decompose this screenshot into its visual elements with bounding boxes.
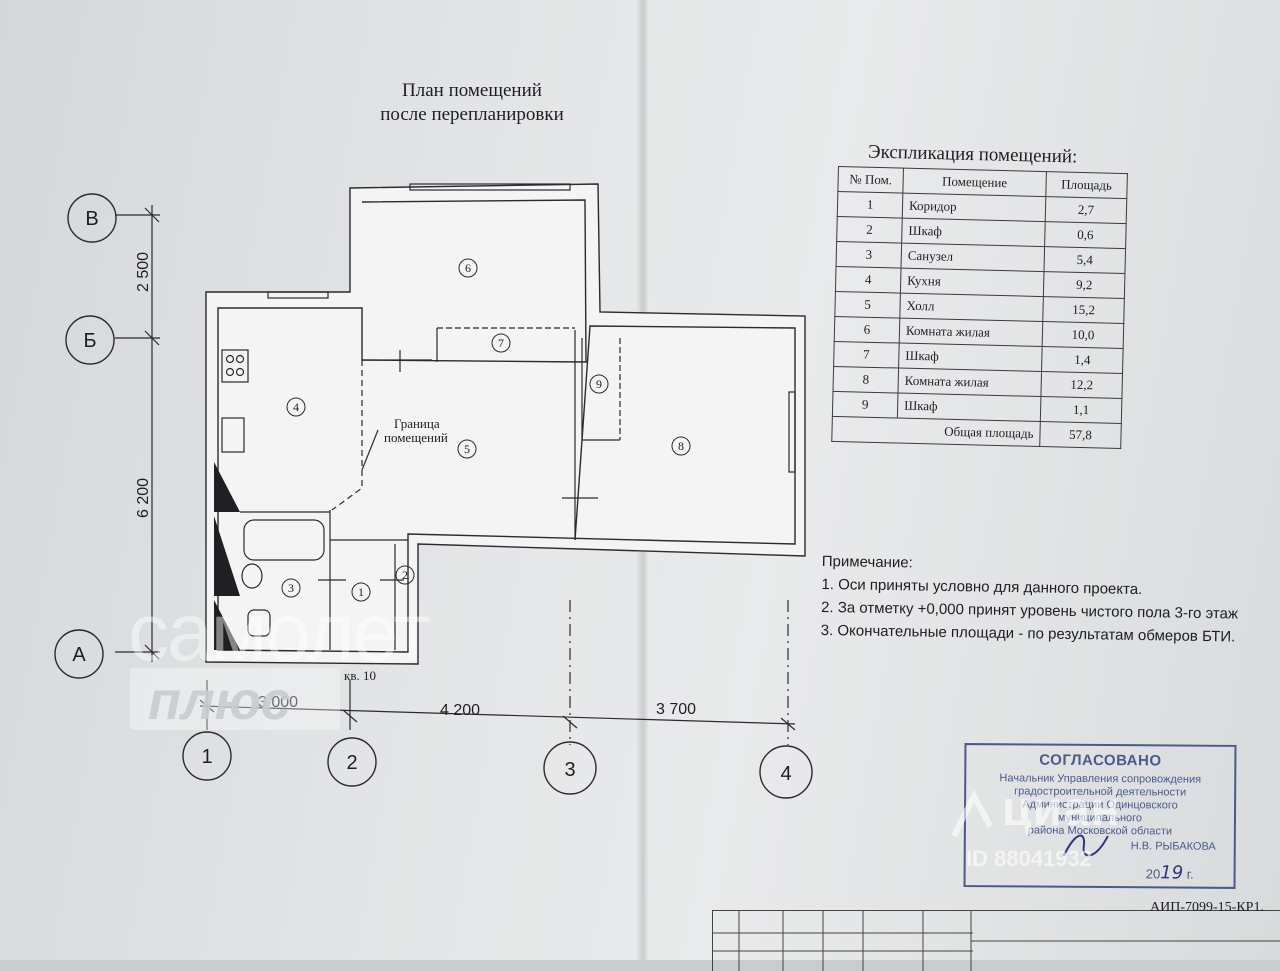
row-name: Комната жилая [897,368,1042,397]
row-number: 2 [836,216,903,244]
row-name: Коридор [902,193,1046,222]
row-number: 4 [835,266,902,294]
plan-title-line-1: План помещений [402,80,542,101]
row-name: Санузел [901,243,1045,272]
header-room-number: № Пом. [837,166,904,194]
stamp-year-suffix: г. [1186,866,1194,882]
stamp-signer: Н.В. РЫБАКОВА [1130,840,1216,853]
axis-bubble-a [54,629,104,679]
stamp-date: 2019 г. [1146,862,1194,883]
header-room-name: Помещение [902,168,1047,197]
row-name: Комната жилая [899,318,1043,347]
boundary-label-line-2: помещений [384,430,448,445]
row-area: 9,2 [1043,271,1125,299]
stamp-title: СОГЛАСОВАНО [1039,751,1162,770]
row-name: Шкаф [897,393,1041,422]
room-number-2: 2 [402,568,408,582]
stamp-year-handwritten: 19 [1160,862,1184,884]
row-area: 5,4 [1043,246,1126,274]
cian-logo-icon [951,789,993,838]
axis-label-4: 4 [780,763,791,785]
dim-h-4200: 4 200 [440,702,480,719]
row-number: 3 [836,241,902,269]
row-name: Шкаф [898,343,1043,372]
row-name: Кухня [900,268,1044,297]
header-area: Площадь [1045,171,1128,199]
axis-label-b: Б [83,330,96,352]
row-area: 12,2 [1040,371,1123,399]
dim-h-3000: 3 000 [258,694,298,711]
axis-label-2: 2 [346,752,357,774]
axis-label-v: В [85,208,98,230]
room-number-7: 7 [498,336,504,350]
axis-label-3: 3 [564,759,575,781]
axis-bubble-3 [543,741,597,795]
approval-stamp: СОГЛАСОВАНО Начальник Управления сопрово… [963,743,1237,889]
watermark-left-brand: самолет [128,587,431,678]
axis-bubble-v [67,193,117,243]
row-name: Холл [899,293,1044,322]
row-number: 1 [837,191,903,219]
row-area: 2,7 [1045,196,1127,224]
axis-bubble-b [65,315,115,365]
dim-v-6200: 6 200 [135,478,152,518]
row-number: 9 [832,391,898,419]
row-number: 5 [834,291,901,319]
plan-title-line-2: после перепланировки [380,104,564,125]
row-area: 1,4 [1041,346,1124,374]
room-number-6: 6 [465,261,471,275]
row-name: Шкаф [901,218,1046,247]
axis-label-a: А [72,644,86,666]
watermark-right-brand: циан [1002,783,1121,836]
title-block-frame [712,910,1280,971]
stamp-year-prefix: 20 [1145,866,1161,882]
watermark-left-sub: плюс [148,671,291,731]
total-label: Общая площадь [831,416,1041,447]
signature-icon [1062,834,1109,857]
room-number-5: 5 [464,442,470,456]
dim-v-2500: 2 500 [135,252,152,292]
dim-h-3700: 3 700 [656,701,696,718]
drawing-code: АИП-7099-15-КР1. [1150,900,1264,915]
total-value: 57,8 [1039,421,1122,449]
room-number-3: 3 [288,581,294,595]
row-number: 6 [834,316,900,344]
axis-bubble-4 [759,745,813,799]
notes-block: Примечание: 1. Оси приняты условно для д… [821,550,1239,649]
watermark-left-badge: плюс [130,668,340,731]
row-area: 1,1 [1040,396,1122,424]
boundary-label-line-1: Граница [394,416,440,431]
row-area: 15,2 [1042,296,1125,324]
watermark-right-id: ID 88041932 [966,846,1092,871]
row-area: 10,0 [1042,321,1124,349]
axis-bubble-2 [327,737,377,787]
axis-label-1: 1 [201,746,212,768]
room-number-8: 8 [678,439,684,453]
row-number: 7 [833,341,900,369]
room-number-9: 9 [596,377,602,391]
row-number: 8 [832,366,899,394]
axis-bubble-1 [182,731,232,781]
room-number-1: 1 [358,585,364,599]
room-number-4: 4 [293,400,299,414]
apartment-label: кв. 10 [344,668,376,683]
row-area: 0,6 [1044,221,1127,249]
